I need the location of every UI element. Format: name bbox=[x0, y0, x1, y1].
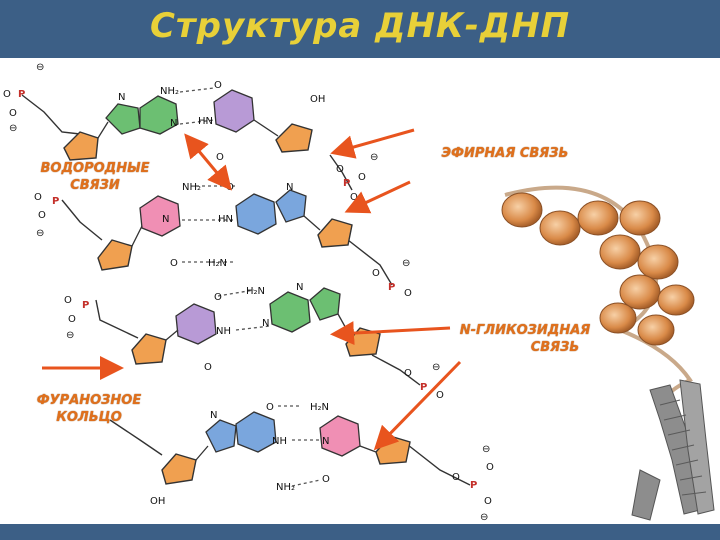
svg-text:O: O bbox=[358, 172, 366, 183]
svg-text:O: O bbox=[170, 258, 178, 269]
title-bar bbox=[0, 0, 720, 58]
svg-text:HN: HN bbox=[198, 116, 213, 127]
svg-text:O: O bbox=[372, 268, 380, 279]
svg-text:O: O bbox=[484, 496, 492, 507]
base-pair-2 bbox=[139, 189, 307, 237]
chromatin-fiber-illustration bbox=[501, 185, 715, 521]
svg-text:N: N bbox=[322, 436, 329, 447]
svg-text:O: O bbox=[322, 474, 330, 485]
svg-text:O: O bbox=[452, 472, 460, 483]
svg-text:O: O bbox=[266, 402, 274, 413]
phosphate-4: O P ⊖ O O bbox=[336, 152, 378, 203]
svg-text:NH: NH bbox=[216, 326, 231, 337]
svg-text:O: O bbox=[350, 192, 358, 203]
phosphate-6: O P ⊖ O bbox=[404, 362, 444, 401]
svg-text:N: N bbox=[296, 282, 303, 293]
left-backbone bbox=[21, 94, 163, 456]
svg-text:H₂N: H₂N bbox=[208, 258, 227, 269]
phosphate-7: O P ⊖ O O ⊖ bbox=[452, 444, 494, 523]
svg-text:O: O bbox=[38, 210, 46, 221]
svg-text:N: N bbox=[286, 182, 293, 193]
svg-text:NH₂: NH₂ bbox=[182, 182, 201, 193]
svg-text:O: O bbox=[3, 89, 11, 100]
svg-text:O: O bbox=[68, 314, 76, 325]
base-pair-1 bbox=[105, 89, 255, 135]
ester-bond-label: ЭФИРНАЯ СВЯЗЬ bbox=[441, 146, 569, 161]
svg-text:N: N bbox=[210, 410, 217, 421]
svg-text:N: N bbox=[262, 318, 269, 329]
sugar-rings bbox=[63, 123, 411, 485]
svg-text:H₂N: H₂N bbox=[310, 402, 329, 413]
glycosidic-links bbox=[97, 119, 377, 461]
svg-text:P: P bbox=[82, 300, 89, 311]
svg-text:OH: OH bbox=[150, 496, 165, 507]
svg-text:NH₂: NH₂ bbox=[160, 86, 179, 97]
glycosidic-bond-label: N-ГЛИКОЗИДНАЯ СВЯЗЬ bbox=[459, 323, 591, 355]
chromosome-icon bbox=[631, 379, 715, 521]
svg-text:N: N bbox=[162, 214, 169, 225]
glycosidic-arrow-2 bbox=[373, 360, 462, 451]
svg-text:O: O bbox=[204, 362, 212, 373]
phosphate-3: O P O ⊖ bbox=[64, 295, 89, 341]
phosphate-groups: ⊖ O P O ⊖ O P O ⊖ O P O ⊖ O P ⊖ bbox=[3, 62, 494, 523]
svg-text:NH: NH bbox=[272, 436, 287, 447]
minus-icon: ⊖ bbox=[482, 444, 490, 455]
svg-text:OH: OH bbox=[310, 94, 325, 105]
svg-text:P: P bbox=[388, 282, 395, 293]
svg-text:N: N bbox=[118, 92, 125, 103]
svg-text:P: P bbox=[420, 382, 427, 393]
minus-icon: ⊖ bbox=[480, 512, 488, 523]
svg-text:O: O bbox=[404, 368, 412, 379]
dna-structure-diagram: ⊖ O P O ⊖ O P O ⊖ O P O ⊖ O P ⊖ bbox=[3, 62, 715, 523]
minus-icon: ⊖ bbox=[36, 62, 44, 73]
minus-icon: ⊖ bbox=[36, 228, 44, 239]
svg-text:O: O bbox=[216, 152, 224, 163]
base-pair-4 bbox=[205, 411, 361, 457]
annotation-arrows bbox=[42, 128, 462, 451]
minus-icon: ⊖ bbox=[432, 362, 440, 373]
svg-text:O: O bbox=[214, 292, 222, 303]
svg-text:O: O bbox=[336, 164, 344, 175]
hydrogen-bond-arrow bbox=[184, 133, 232, 191]
ester-bond-arrow-2 bbox=[344, 180, 411, 214]
svg-text:HN: HN bbox=[218, 214, 233, 225]
hydrogen-bonds-label: ВОДОРОДНЫЕ СВЯЗИ bbox=[40, 161, 150, 193]
svg-text:O: O bbox=[9, 108, 17, 119]
svg-text:O: O bbox=[436, 390, 444, 401]
bottom-bar bbox=[0, 524, 720, 540]
svg-text:P: P bbox=[52, 196, 59, 207]
base-pair-3 bbox=[175, 287, 341, 345]
minus-icon: ⊖ bbox=[66, 330, 74, 341]
svg-text:P: P bbox=[18, 89, 25, 100]
minus-icon: ⊖ bbox=[9, 123, 17, 134]
minus-icon: ⊖ bbox=[402, 258, 410, 269]
minus-icon: ⊖ bbox=[370, 152, 378, 163]
svg-text:P: P bbox=[470, 480, 477, 491]
furanose-ring-label: ФУРАНОЗНОЕ КОЛЬЦО bbox=[36, 393, 142, 425]
phosphate-1: ⊖ O P O ⊖ bbox=[3, 62, 44, 134]
ester-bond-arrow-1 bbox=[330, 128, 415, 159]
svg-text:P: P bbox=[343, 178, 350, 189]
svg-text:N: N bbox=[170, 118, 177, 129]
svg-text:O: O bbox=[214, 80, 222, 91]
right-backbone bbox=[329, 154, 471, 486]
slide-title: Структура ДНК-ДНП bbox=[149, 6, 571, 46]
svg-text:O: O bbox=[64, 295, 72, 306]
svg-text:O: O bbox=[34, 192, 42, 203]
phosphate-5: O P ⊖ O bbox=[372, 258, 412, 299]
glycosidic-arrow-1 bbox=[330, 321, 451, 346]
svg-text:NH₂: NH₂ bbox=[276, 482, 295, 493]
svg-text:O: O bbox=[404, 288, 412, 299]
svg-text:O: O bbox=[486, 462, 494, 473]
svg-text:H₂N: H₂N bbox=[246, 286, 265, 297]
phosphate-2: O P O ⊖ bbox=[34, 192, 59, 239]
